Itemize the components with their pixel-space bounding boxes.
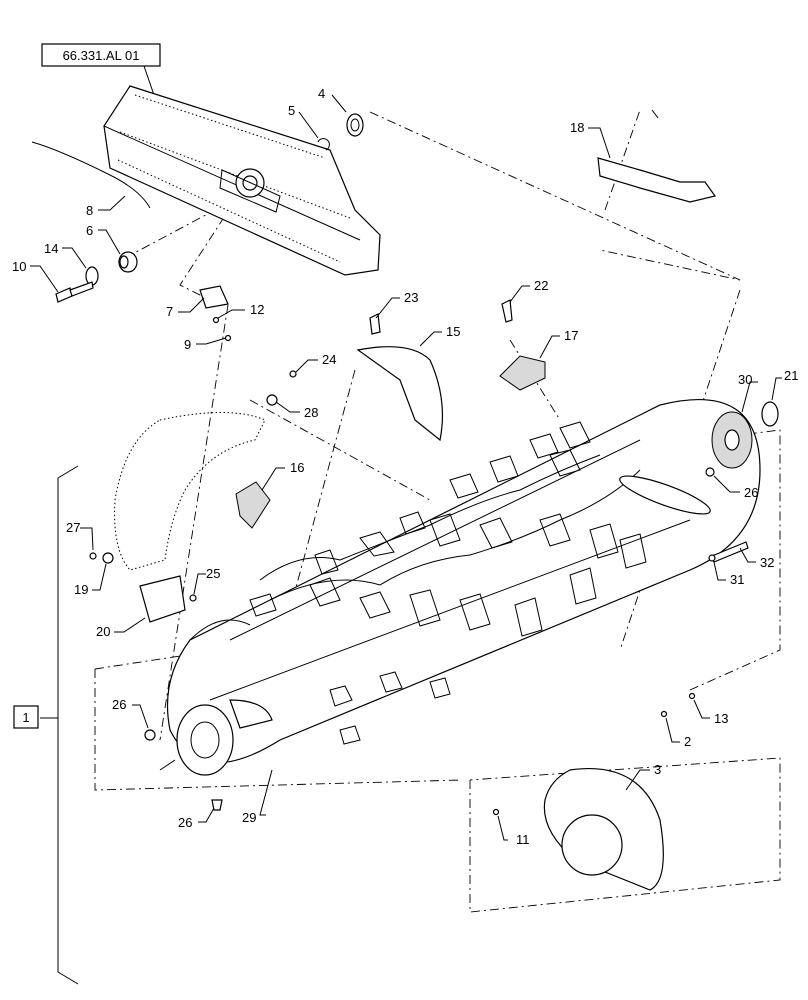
snap-ring — [317, 138, 330, 151]
screw-2 — [660, 710, 668, 718]
deflector — [597, 109, 717, 203]
disc-cover — [543, 768, 664, 891]
nut-31 — [708, 554, 716, 562]
tine-cap — [499, 355, 546, 391]
leader-lines — [30, 94, 782, 841]
callout-20[interactable]: 20 — [96, 624, 110, 639]
assembly-label: 1 — [22, 710, 29, 725]
screw-13 — [688, 692, 696, 700]
sprocket — [711, 411, 753, 469]
callout-2[interactable]: 2 — [684, 734, 691, 749]
callout-13[interactable]: 13 — [714, 711, 728, 726]
nut-24 — [289, 370, 297, 378]
nut-26-right — [705, 467, 715, 477]
bushing — [118, 251, 138, 273]
washer-28 — [266, 394, 278, 406]
callout-30[interactable]: 30 — [738, 372, 752, 387]
callout-25[interactable]: 25 — [206, 566, 220, 581]
callout-18[interactable]: 18 — [570, 120, 584, 135]
callout-19[interactable]: 19 — [74, 582, 88, 597]
callout-16[interactable]: 16 — [290, 460, 304, 475]
washer-21 — [761, 401, 779, 427]
callout-6[interactable]: 6 — [86, 223, 93, 238]
callout-23[interactable]: 23 — [404, 290, 418, 305]
bolt — [55, 281, 94, 303]
nut-26-bottom — [211, 799, 223, 811]
reference-label: 66.331.AL 01 — [63, 48, 140, 63]
end-housing — [114, 412, 266, 571]
callout-21[interactable]: 21 — [784, 368, 798, 383]
cable — [31, 141, 151, 209]
callout-26-bottom[interactable]: 26 — [178, 815, 192, 830]
callout-31[interactable]: 31 — [730, 572, 744, 587]
callout-14[interactable]: 14 — [44, 241, 58, 256]
callout-28[interactable]: 28 — [304, 405, 318, 420]
shield-plate — [356, 346, 444, 442]
nut-26-left — [144, 729, 156, 741]
assembly-bracket: 1 — [13, 465, 79, 985]
nut-25 — [189, 594, 197, 602]
reference-box[interactable]: 66.331.AL 01 — [41, 43, 161, 67]
callout-10[interactable]: 10 — [12, 259, 26, 274]
callout-26-right[interactable]: 26 — [744, 485, 758, 500]
nut-27 — [89, 552, 97, 560]
callout-29[interactable]: 29 — [242, 810, 256, 825]
mount-bracket — [235, 481, 271, 529]
flight-end — [619, 475, 711, 515]
callout-4[interactable]: 4 — [318, 86, 325, 101]
callouts: 4 5 18 8 6 14 10 7 12 9 23 22 15 17 24 2… — [12, 86, 798, 847]
callout-17[interactable]: 17 — [564, 328, 578, 343]
callout-5[interactable]: 5 — [288, 103, 295, 118]
bearing-ring — [346, 113, 364, 137]
assembly-lines — [94, 109, 781, 913]
bracket — [199, 285, 229, 309]
callout-12[interactable]: 12 — [250, 302, 264, 317]
callout-3[interactable]: 3 — [654, 762, 661, 777]
end-plate — [139, 575, 186, 623]
callout-27[interactable]: 27 — [66, 520, 80, 535]
callout-7[interactable]: 7 — [166, 304, 173, 319]
callout-24[interactable]: 24 — [322, 352, 336, 367]
cotter-pin — [224, 334, 232, 342]
washer-19 — [102, 552, 114, 564]
callout-8[interactable]: 8 — [86, 203, 93, 218]
callout-22[interactable]: 22 — [534, 278, 548, 293]
callout-9[interactable]: 9 — [184, 337, 191, 352]
callout-15[interactable]: 15 — [446, 324, 460, 339]
screw-11 — [492, 808, 500, 816]
callout-11[interactable]: 11 — [516, 832, 530, 847]
bolt-23 — [369, 313, 381, 335]
auger-drum — [159, 398, 761, 776]
callout-26-left[interactable]: 26 — [112, 697, 126, 712]
pin — [212, 316, 220, 324]
channel-frame — [103, 85, 381, 276]
callout-32[interactable]: 32 — [760, 555, 774, 570]
bolt-top — [501, 299, 513, 323]
